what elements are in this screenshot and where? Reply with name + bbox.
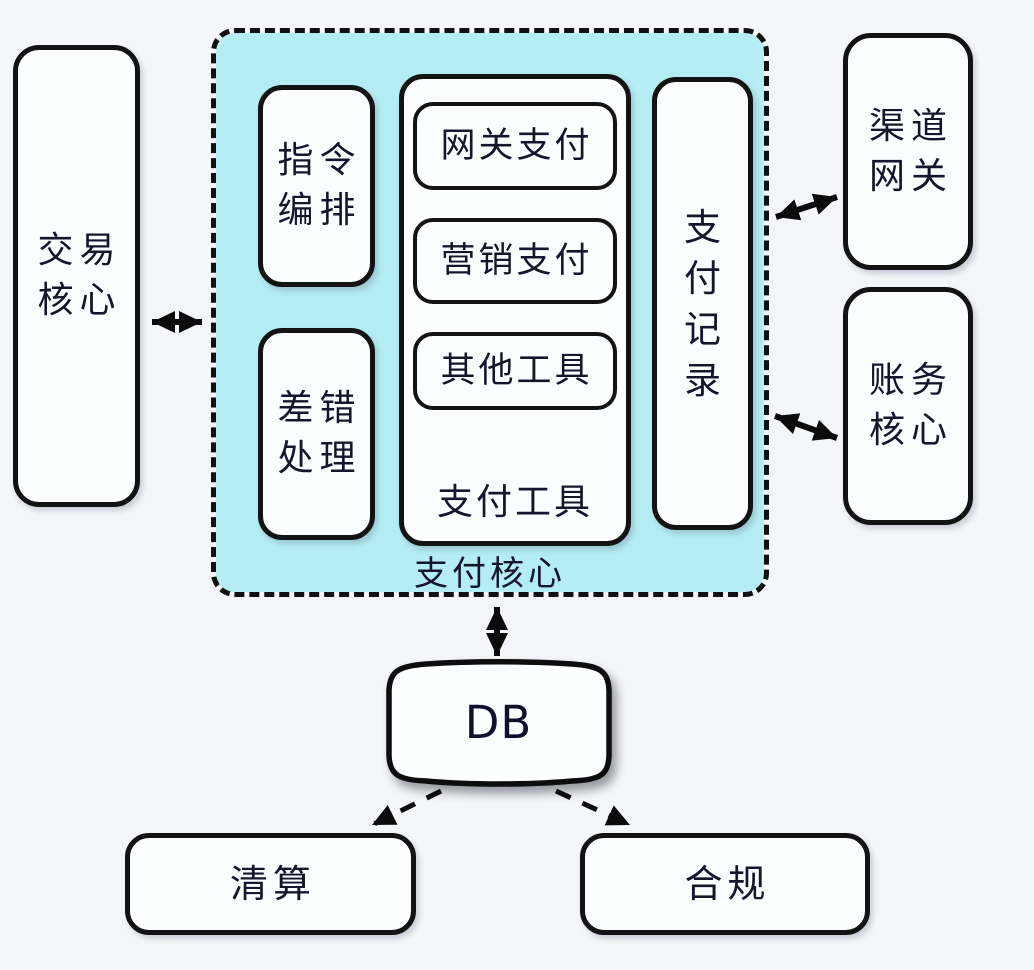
- node-error-handling: 差错 处理: [258, 328, 375, 540]
- accounting-core-label: 账务 核心: [868, 360, 953, 451]
- payment-records-char: 支: [684, 205, 721, 249]
- payment-records-char: 付: [684, 256, 721, 300]
- arrow-db-compliance: [554, 788, 632, 828]
- payment-records-char: 录: [684, 358, 721, 402]
- node-other-tools: 其他工具: [413, 332, 617, 410]
- node-channel-gateway: 渠道 网关: [843, 33, 973, 270]
- payment-tools-label: 支付工具: [436, 482, 593, 523]
- node-instruction-orchestration: 指令 编排: [258, 85, 375, 287]
- instruction-orchestration-label: 指令 编排: [277, 140, 362, 231]
- clearing-label: 清算: [229, 861, 316, 906]
- node-accounting-core: 账务 核心: [843, 287, 973, 525]
- node-transaction-core: 交易 核心: [13, 45, 140, 507]
- error-handling-label: 差错 处理: [277, 388, 362, 479]
- channel-gateway-label: 渠道 网关: [868, 105, 953, 197]
- gateway-payment-label: 网关支付: [440, 125, 593, 166]
- compliance-label: 合规: [684, 861, 771, 906]
- other-tools-label: 其他工具: [440, 350, 593, 391]
- node-compliance: 合规: [580, 833, 870, 935]
- node-payment-records: 支 付 记 录: [652, 77, 753, 530]
- marketing-payment-label: 营销支付: [440, 240, 593, 281]
- arrow-db-clearing: [370, 788, 443, 828]
- node-gateway-payment: 网关支付: [413, 102, 617, 190]
- node-clearing: 清算: [125, 833, 416, 935]
- arrow-payment-records-accounting-core: [773, 413, 839, 441]
- payment-core-label: 支付核心: [414, 554, 566, 594]
- arrow-payment-records-channel-gateway: [775, 193, 838, 221]
- payment-records-char: 记: [684, 307, 721, 351]
- db-label: DB: [464, 695, 533, 749]
- transaction-core-label: 交易 核心: [37, 230, 122, 321]
- node-payment-tools: 网关支付 营销支付 其他工具 支付工具: [399, 74, 631, 546]
- node-marketing-payment: 营销支付: [413, 218, 617, 304]
